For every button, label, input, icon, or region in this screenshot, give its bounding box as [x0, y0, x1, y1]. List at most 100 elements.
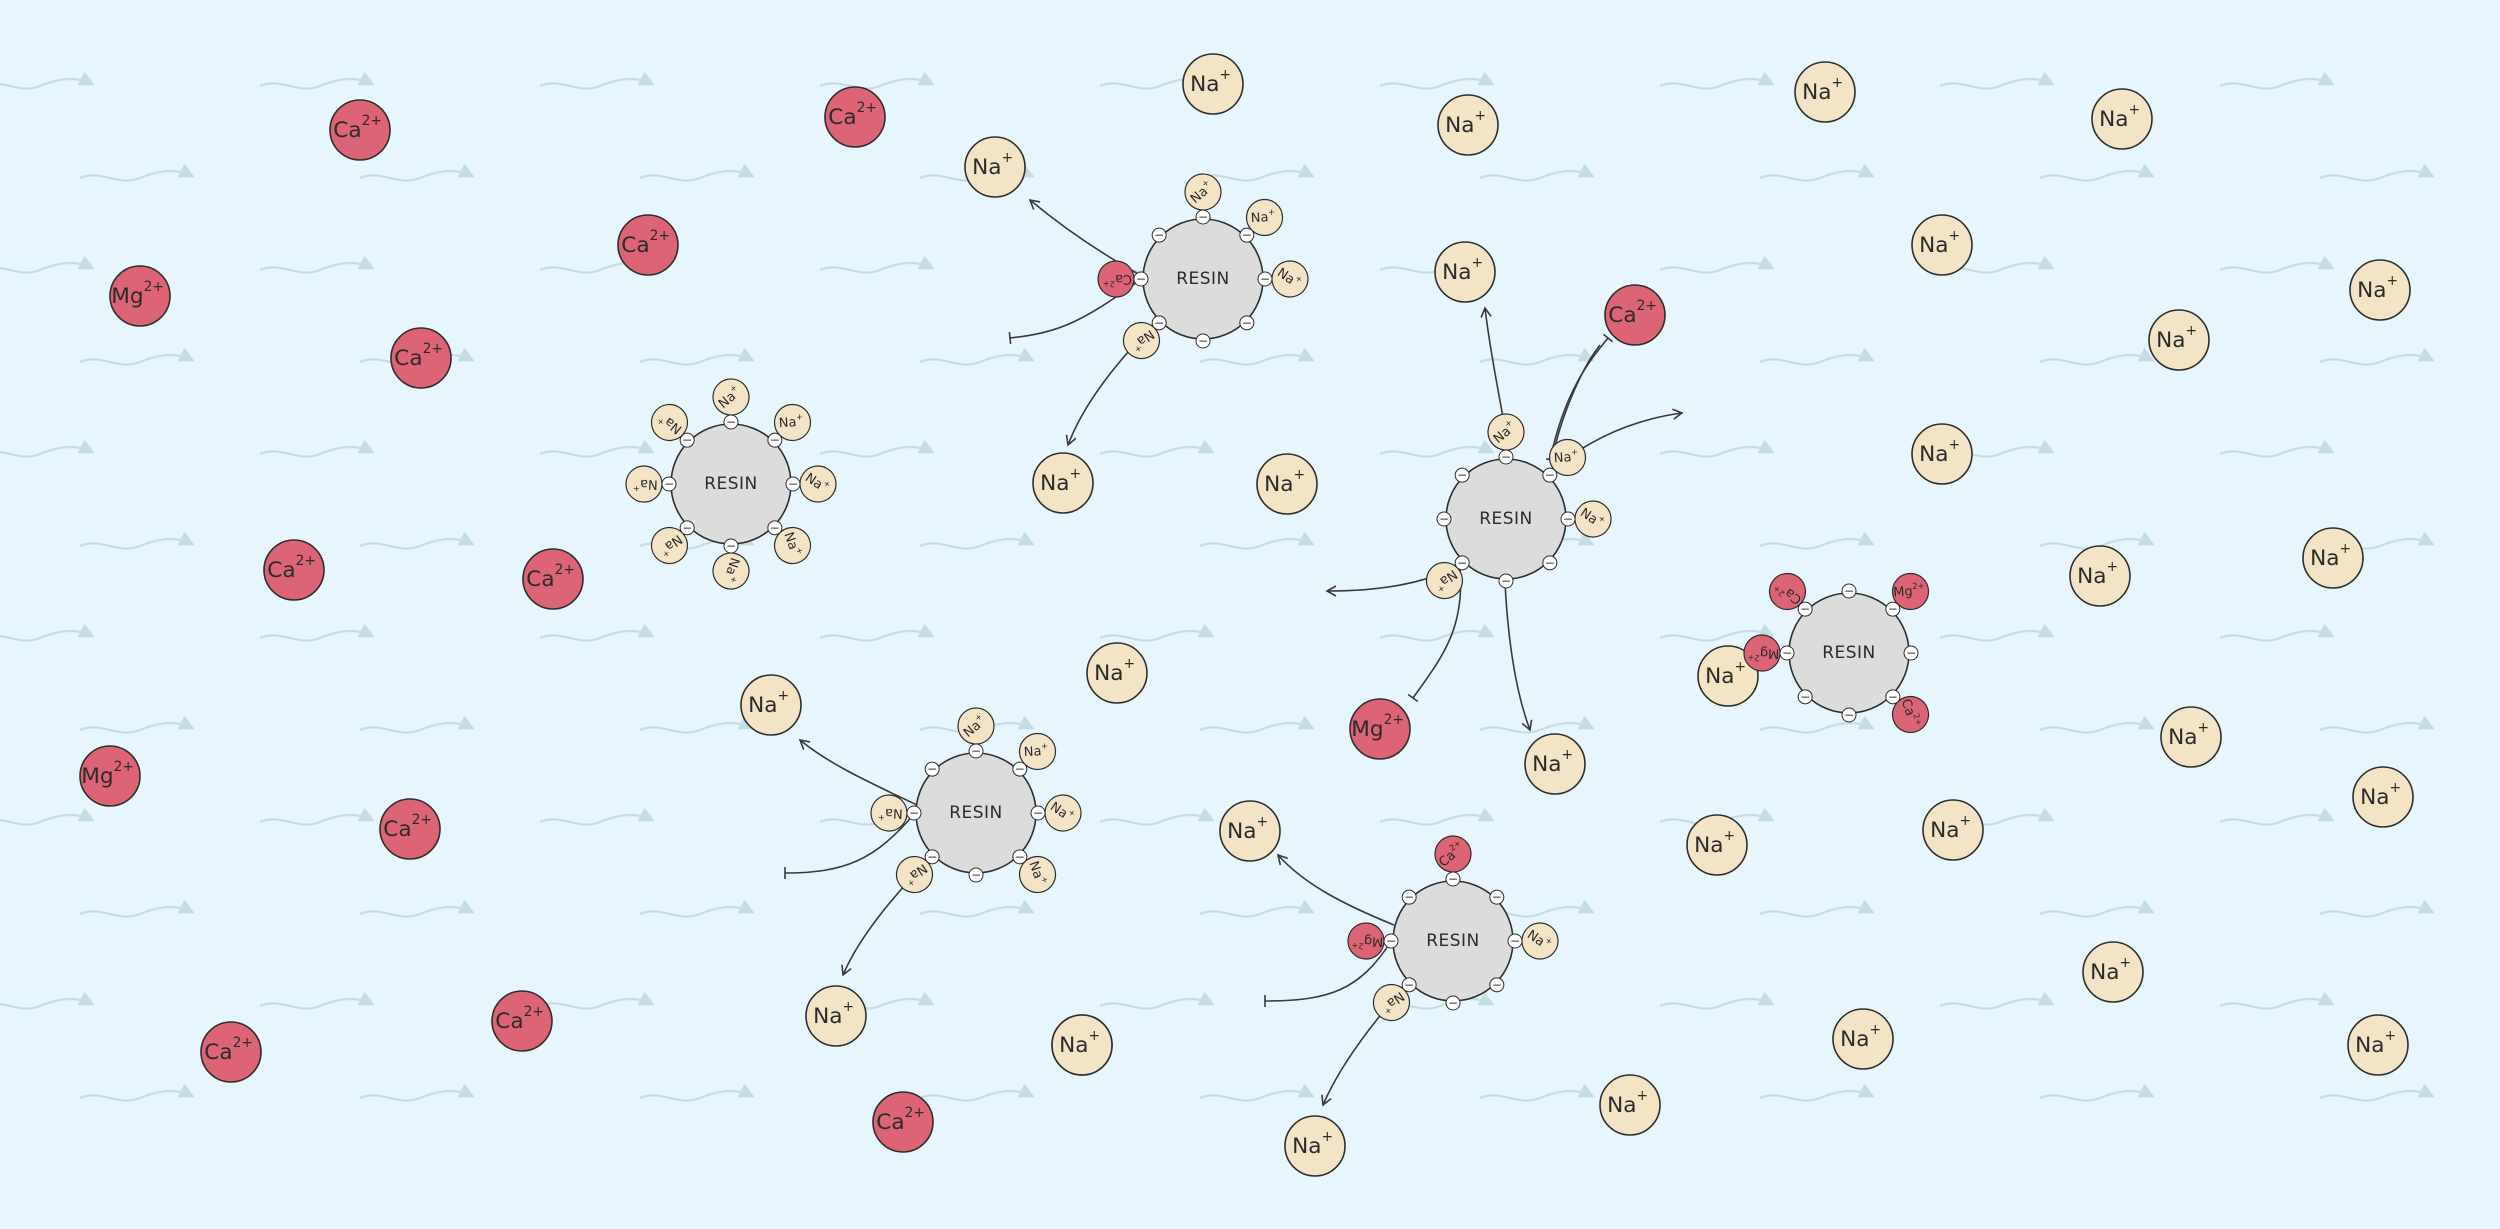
ion-label: Na+: [813, 999, 854, 1029]
exchange-site: [968, 867, 984, 883]
sodium-ion-circle: [1524, 733, 1586, 795]
flow-arrow: [919, 1083, 1035, 1102]
exchange-site-charge: −: [1545, 468, 1555, 482]
ion-label: Na+: [720, 556, 745, 585]
bound-sodium-ion: Na+: [1487, 413, 1525, 451]
flow-arrow: [2039, 1083, 2155, 1102]
sodium-ion: Na+: [1219, 800, 1281, 862]
flow-arrow: [359, 715, 475, 734]
bound-sodium-ion: Na+: [1372, 983, 1411, 1022]
exchange-site: [1239, 315, 1255, 331]
bound-sodium-ion: Na+: [773, 403, 812, 442]
flow-arrow: [1759, 163, 1875, 182]
exchange-site: [785, 476, 801, 492]
bound-sodium-ion: Na+: [1271, 260, 1309, 298]
sodium-ion-circle: [2302, 527, 2364, 589]
flow-arrow: [1479, 347, 1595, 366]
hardness-ion-circle: [390, 327, 452, 389]
ion-label: Na+: [1919, 437, 1960, 467]
sodium-ion: Na+: [1434, 241, 1496, 303]
sodium-ion: Na+: [2069, 545, 2131, 607]
flow-arrow: [0, 623, 95, 642]
exchange-site-charge: −: [1844, 584, 1854, 598]
flow-arrow: [639, 1083, 755, 1102]
sodium-ion-circle: [773, 403, 812, 442]
exchange-site-charge: −: [909, 806, 919, 820]
exchange-site-charge: −: [971, 744, 981, 758]
flow-arrow: [1659, 991, 1775, 1010]
flow-arrow: [0, 807, 95, 826]
bound-sodium-ion: Na+: [1018, 732, 1057, 771]
exchange-site: [1383, 933, 1399, 949]
bound-sodium-ion: Na+: [1548, 438, 1587, 477]
flow-arrow: [1759, 715, 1875, 734]
exchange-site: [1151, 227, 1167, 243]
exchange-site-charge: −: [1501, 450, 1511, 464]
exchange-site: [1445, 995, 1461, 1011]
flow-arrow: [539, 991, 655, 1010]
ion-label: Na+: [2077, 559, 2118, 589]
sodium-ion: Na+: [2352, 766, 2414, 828]
ion-label: Ca2+: [876, 1105, 925, 1135]
exchange-site: [1133, 271, 1149, 287]
ion-label: Na+: [1553, 447, 1579, 466]
flow-arrow: [819, 255, 935, 274]
flow-arrow: [2319, 715, 2435, 734]
sodium-ion-circle: [1487, 413, 1525, 451]
sodium-ion-circle: [2069, 545, 2131, 607]
ion-label: Na+: [633, 476, 658, 495]
exchange-site-charge: −: [1448, 872, 1458, 886]
ion-label: Na+: [1705, 659, 1746, 689]
hardness-ion-circle: [1604, 284, 1666, 346]
flow-arrow: [1759, 347, 1875, 366]
sodium-ion-circle: [1284, 1115, 1346, 1177]
ion-label: Na+: [1059, 1028, 1100, 1058]
exchange-site: [1436, 511, 1452, 527]
exchange-site-charge: −: [788, 477, 798, 491]
flow-arrow: [2219, 623, 2335, 642]
ion-label: Ca2+: [204, 1035, 253, 1065]
ion-label: Ca2+: [495, 1004, 544, 1034]
ion-label: Na+: [2099, 102, 2140, 132]
flow-arrow: [2219, 255, 2335, 274]
bound-sodium-ion: Na+: [625, 465, 663, 503]
sodium-ion: Na+: [2160, 706, 2222, 768]
flow-arrow: [1659, 623, 1775, 642]
flow-arrow: [259, 991, 375, 1010]
flow-arrow: [359, 531, 475, 550]
flow-arrow: [2039, 715, 2155, 734]
sodium-ion: Na+: [2347, 1014, 2409, 1076]
exchange-site-charge: −: [1844, 708, 1854, 722]
sodium-ion-circle: [712, 378, 750, 416]
flow-arrow: [79, 715, 195, 734]
exchange-site: [1489, 977, 1505, 993]
exchange-site-charge: −: [1015, 850, 1025, 864]
sodium-ion-circle: [1599, 1074, 1661, 1136]
hardness-ion-circle: [200, 1021, 262, 1083]
exchange-site: [1841, 707, 1857, 723]
bound-sodium-ion: Na+: [799, 465, 837, 503]
flow-arrow: [919, 899, 1035, 918]
sodium-ion: Na+: [1256, 453, 1318, 515]
exchange-site-charge: −: [1510, 934, 1520, 948]
exchange-site: [1542, 467, 1558, 483]
exchange-site: [723, 538, 739, 554]
sodium-ion-circle: [1018, 732, 1057, 771]
ion-label: Ca2+: [383, 812, 432, 842]
sodium-ion-circle: [1372, 983, 1411, 1022]
sodium-ion-circle: [1044, 794, 1082, 832]
flow-arrow: [79, 899, 195, 918]
exchange-site-charge: −: [1563, 512, 1573, 526]
hardness-ion-circle: [522, 548, 584, 610]
sodium-ion-circle: [2148, 309, 2210, 371]
ion-label: Na+: [1094, 656, 1135, 686]
flow-arrow: [1479, 715, 1595, 734]
flow-arrow: [2039, 899, 2155, 918]
ion-label: Mg2+: [81, 759, 134, 789]
flow-arrow: [819, 623, 935, 642]
exchange-site: [1489, 889, 1505, 905]
sodium-ion-circle: [2347, 1014, 2409, 1076]
sodium-ion-circle: [1697, 645, 1759, 707]
exchange-site: [767, 432, 783, 448]
magnesium-ion: Mg2+: [109, 265, 171, 327]
